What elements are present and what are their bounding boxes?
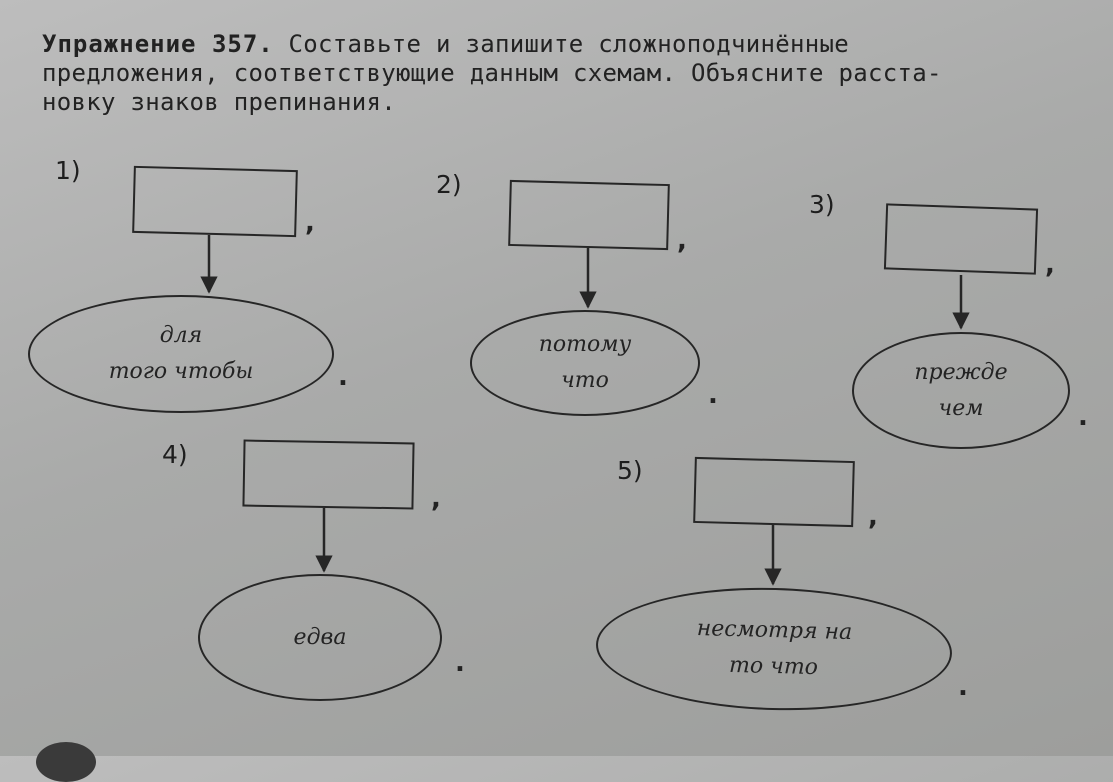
scheme-number: 2) — [436, 170, 462, 199]
conjunction-line: несмотря на — [696, 615, 853, 646]
exercise-line-1: Упражнение 357. Составьте и запишите сло… — [42, 30, 1110, 59]
comma-mark: , — [431, 484, 441, 514]
exercise-line-3: новку знаков препинания. — [42, 88, 396, 116]
conjunction-line: прежде — [914, 359, 1008, 385]
subordinate-clause-oval: для того чтобы — [28, 295, 334, 413]
conjunction-line: для — [159, 323, 203, 348]
conjunction-line: чем — [938, 395, 984, 421]
scheme-number: 3) — [809, 190, 835, 219]
exercise-line-2: предложения, соответствующие данным схем… — [42, 59, 942, 87]
scheme-number: 1) — [55, 156, 81, 185]
comma-mark: , — [1045, 250, 1055, 280]
subordinate-clause-oval: потому что — [470, 310, 700, 416]
period-mark: . — [455, 648, 465, 678]
exercise-text: Упражнение 357. Составьте и запишите сло… — [42, 30, 1110, 117]
period-mark: . — [958, 672, 968, 702]
conjunction-line: едва — [293, 624, 347, 650]
comma-mark: , — [868, 502, 878, 532]
cropped-bullet-shape — [36, 742, 96, 782]
textbook-page: Упражнение 357. Составьте и запишите сло… — [28, 30, 1110, 782]
comma-mark: , — [305, 208, 315, 238]
exercise-label: Упражнение 357. — [42, 30, 274, 58]
scheme-number: 4) — [162, 440, 188, 469]
main-clause-box — [508, 179, 670, 251]
main-clause-box — [132, 165, 298, 238]
main-clause-box — [693, 456, 855, 528]
main-clause-box — [883, 203, 1039, 275]
conjunction-line: то что — [728, 652, 819, 681]
exercise-line-1-text: Составьте и запишите сложноподчинённые — [273, 30, 849, 58]
conjunction-line: что — [561, 368, 609, 393]
conjunction-line: потому — [538, 332, 632, 357]
period-mark: . — [338, 362, 348, 392]
period-mark: . — [708, 380, 718, 410]
scheme-arrows — [200, 235, 970, 586]
conjunction-line: того чтобы — [108, 359, 254, 384]
scheme-number: 5) — [617, 456, 643, 485]
period-mark: . — [1078, 402, 1088, 432]
main-clause-box — [242, 439, 415, 510]
comma-mark: , — [677, 226, 687, 256]
subordinate-clause-oval: едва — [198, 574, 442, 701]
subordinate-clause-oval: прежде чем — [852, 332, 1070, 449]
